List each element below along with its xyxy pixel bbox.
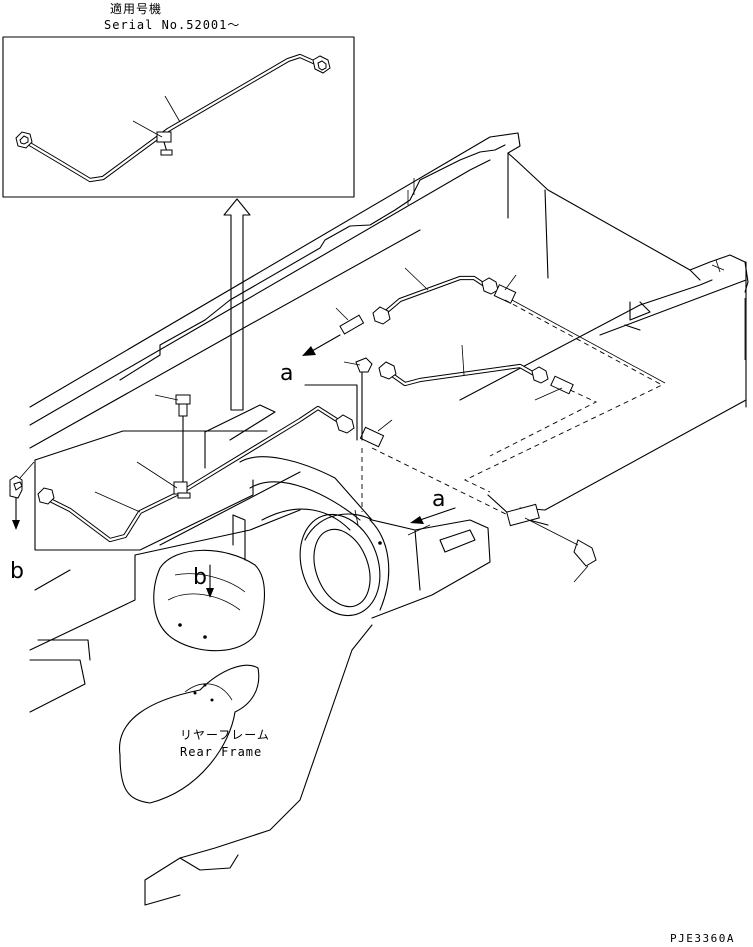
pressure-switch <box>506 503 597 583</box>
arrow-a-upper <box>302 334 341 356</box>
inset-title-jp: 適用号機 <box>110 1 162 16</box>
dashed-routes <box>361 299 663 523</box>
inset-pipe <box>25 53 321 183</box>
upper-pipe-1-nut-b <box>481 277 499 295</box>
inset-leader-clamp <box>132 120 163 138</box>
left-pipe-nut-a <box>37 487 55 505</box>
callout-a-lower: a <box>432 487 445 512</box>
callout-a-upper: a <box>280 361 293 386</box>
bolt <box>154 394 191 483</box>
inset-nut-right <box>312 55 331 74</box>
machine-frame <box>29 132 749 906</box>
upper-pipe-1-nut-a <box>372 306 391 325</box>
arrow-a-lower <box>410 507 456 524</box>
upper-pipe-1 <box>377 275 489 320</box>
elbow-fitting-center <box>343 357 373 441</box>
fitting-center <box>359 419 393 448</box>
callout-b-frame: b <box>193 565 207 590</box>
fitting-top-small <box>335 307 365 335</box>
drawing-code: PJE3360A <box>670 932 735 945</box>
leader-left-pipe <box>94 491 141 513</box>
drum-housing <box>239 456 491 619</box>
fitting-top-right <box>493 274 666 384</box>
elbow-fitting-left <box>9 461 35 530</box>
upper-pipe-2 <box>385 363 539 387</box>
fitting-mid-right <box>534 375 574 401</box>
inset-leader-pipe <box>164 95 181 123</box>
leader-left-clamp <box>136 461 178 489</box>
leader-upper-pipe-1 <box>404 267 429 291</box>
inset-clamp <box>156 131 173 156</box>
left-clamp <box>173 481 191 499</box>
arrow-to-inset <box>223 198 251 411</box>
inset-frame <box>2 36 355 198</box>
inset-serial: Serial No.52001〜 <box>104 18 240 32</box>
left-pipe-callout-frame <box>34 384 358 551</box>
upper-pipe-2-nut-a <box>378 361 397 380</box>
rear-frame-detail <box>119 549 266 804</box>
bracket-left <box>204 404 276 561</box>
upper-pipe-2-nut-b <box>531 366 549 384</box>
callout-b-left: b <box>10 559 24 584</box>
rear-frame-label-jp: リヤーフレーム <box>180 728 270 742</box>
inset-nut-left <box>15 131 33 149</box>
left-pipe-nut-b <box>335 414 355 434</box>
leader-upper-pipe-2 <box>461 344 465 376</box>
rear-frame-label-en: Rear Frame <box>180 745 262 759</box>
inset-detail: 適用号機 Serial No.52001〜 <box>2 1 355 198</box>
